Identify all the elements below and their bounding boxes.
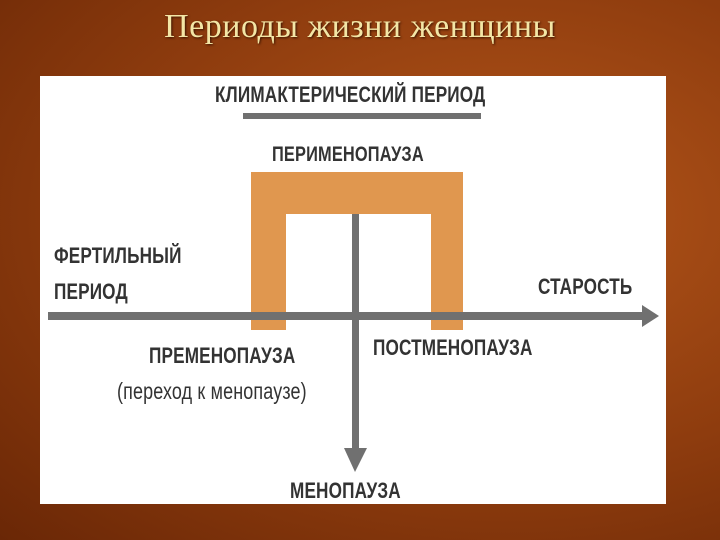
premenopause-label: ПРЕМЕНОПАУЗА — [149, 343, 296, 368]
postmenopause-label: ПОСТМЕНОПАУЗА — [373, 335, 533, 360]
menopause-arrowhead — [344, 448, 367, 472]
fertile-label-line2: ПЕРИОД — [54, 279, 128, 304]
perimenopause-label: ПЕРИМЕНОПАУЗА — [272, 143, 424, 166]
perimenopause-bracket-left — [251, 172, 286, 330]
climacteric-bar — [243, 113, 481, 119]
fertile-label-line1: ФЕРТИЛЬНЫЙ — [54, 243, 182, 268]
perimenopause-bracket-right — [431, 172, 463, 330]
climacteric-label: КЛИМАКТЕРИЧЕСКИЙ ПЕРИОД — [215, 82, 486, 107]
diagram-panel: КЛИМАКТЕРИЧЕСКИЙ ПЕРИОД ПЕРИМЕНОПАУЗА ФЕ… — [40, 76, 666, 504]
premenopause-note: (переход к менопаузе) — [117, 378, 307, 404]
perimenopause-bracket-top — [251, 172, 463, 214]
menopause-label: МЕНОПАУЗА — [290, 478, 401, 503]
menopause-axis — [352, 214, 359, 452]
page-title: Периоды жизни женщины — [164, 8, 556, 45]
timeline-arrowhead — [642, 305, 659, 327]
timeline-axis — [48, 312, 646, 320]
old-age-label: СТАРОСТЬ — [538, 274, 633, 299]
timeline-diagram — [48, 113, 659, 472]
